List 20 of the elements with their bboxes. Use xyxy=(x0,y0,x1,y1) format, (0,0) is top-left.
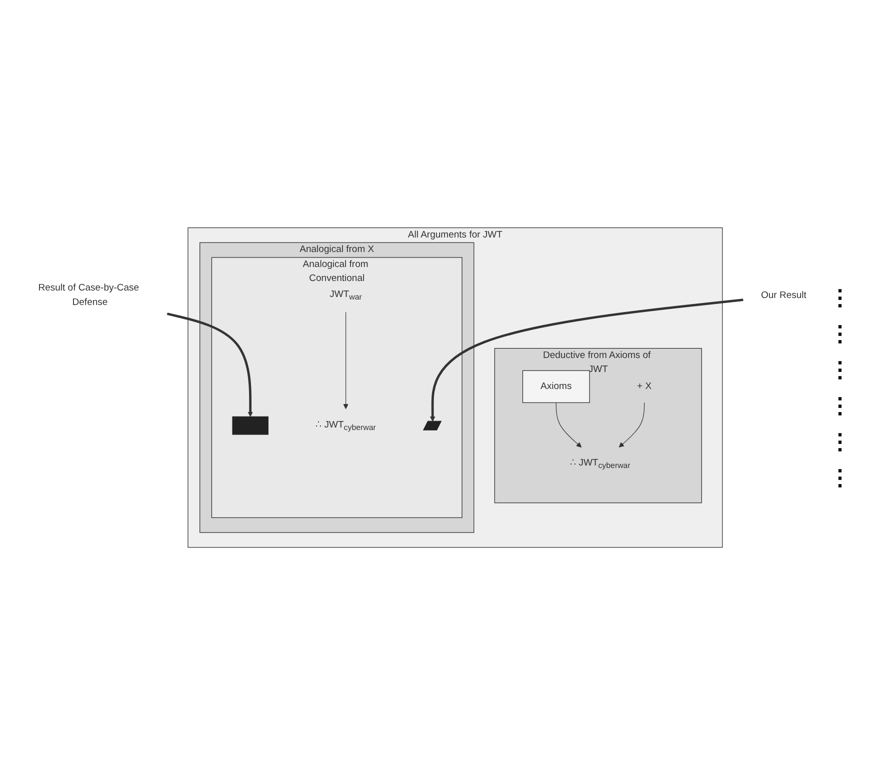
node-text: ∴ JWT$_{cyberwar}$ xyxy=(316,420,376,432)
node-text: JWT$_{war}$ xyxy=(330,289,362,302)
arrow xyxy=(618,402,645,448)
node-text: + X xyxy=(637,381,652,392)
arrow xyxy=(556,402,582,448)
node-text: ∴ JWT$_{cyberwar}$ xyxy=(570,458,630,470)
arrow xyxy=(166,312,253,417)
ellipsis-mark: ⋮ xyxy=(829,392,852,418)
node-bar xyxy=(232,416,268,435)
node-text: Result of Case-by-Case Defense xyxy=(38,282,140,308)
node-text: Our Result xyxy=(761,290,806,300)
ellipsis-mark: ⋮ xyxy=(829,356,852,382)
arrow xyxy=(343,312,348,410)
arrow xyxy=(430,298,744,422)
ellipsis-mark: ⋮ xyxy=(829,284,852,310)
node-box: Axioms xyxy=(522,370,590,403)
ellipsis-mark: ⋮ xyxy=(829,320,852,346)
ellipsis-mark: ⋮ xyxy=(829,428,852,454)
ellipsis-mark: ⋮ xyxy=(829,464,852,490)
node-line xyxy=(422,420,442,430)
